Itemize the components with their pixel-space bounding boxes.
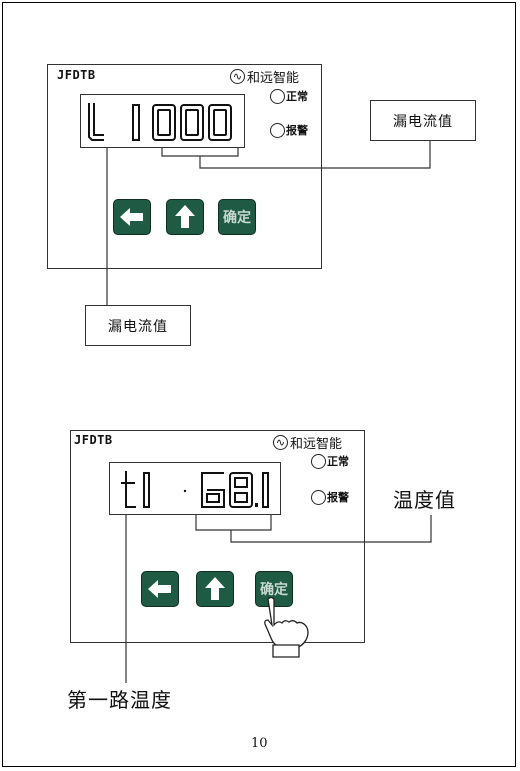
callout-value-2: 温度值 [393, 488, 456, 512]
led-alarm-icon [311, 489, 326, 505]
up-button-1[interactable] [166, 199, 204, 235]
up-button-2[interactable] [196, 571, 234, 607]
led-normal-icon [270, 88, 285, 104]
indicator-normal: 正常 [270, 88, 308, 104]
lcd-display-2 [109, 462, 281, 515]
indicator-alarm: 报警 [311, 489, 349, 505]
callout-prefix-1: 漏电流值 [85, 305, 191, 346]
wave-circle-logo-icon: ∿ [273, 435, 288, 450]
model-label: JFDTB [74, 433, 113, 447]
arrow-left-icon [120, 208, 143, 226]
callout-value-1: 漏电流值 [370, 100, 476, 141]
indicator-normal-label: 正常 [327, 455, 349, 468]
brand-name: 和远智能 [247, 71, 300, 86]
led-normal-icon [311, 453, 326, 469]
seven-segment-readout-1 [88, 103, 232, 141]
brand-label: ∿ 和远智能 [230, 67, 299, 86]
seven-segment-readout-2 [121, 471, 269, 508]
indicator-normal-label: 正常 [286, 90, 308, 103]
page-number: 10 [251, 736, 268, 751]
left-button-2[interactable] [141, 571, 179, 607]
left-button-1[interactable] [113, 199, 151, 235]
hand-pointer-icon [264, 596, 309, 658]
indicator-alarm-label: 报警 [286, 124, 308, 137]
indicator-normal: 正常 [311, 453, 349, 469]
led-alarm-icon [270, 122, 285, 138]
confirm-button-label: 确定 [223, 210, 251, 226]
arrow-up-icon [175, 205, 195, 228]
model-label: JFDTB [57, 68, 96, 82]
confirm-button-2[interactable]: 确定 [255, 571, 293, 607]
brand-name: 和远智能 [290, 437, 343, 452]
confirm-button-1[interactable]: 确定 [218, 199, 256, 235]
arrow-up-icon [205, 577, 225, 600]
wave-circle-logo-icon: ∿ [230, 69, 245, 84]
lcd-display-1 [80, 94, 245, 148]
callout-prefix-2: 第一路温度 [67, 688, 172, 712]
confirm-button-label: 确定 [260, 582, 288, 598]
indicator-alarm: 报警 [270, 122, 308, 138]
indicator-alarm-label: 报警 [327, 491, 349, 504]
brand-label: ∿ 和远智能 [273, 433, 342, 452]
arrow-left-icon [148, 580, 171, 598]
